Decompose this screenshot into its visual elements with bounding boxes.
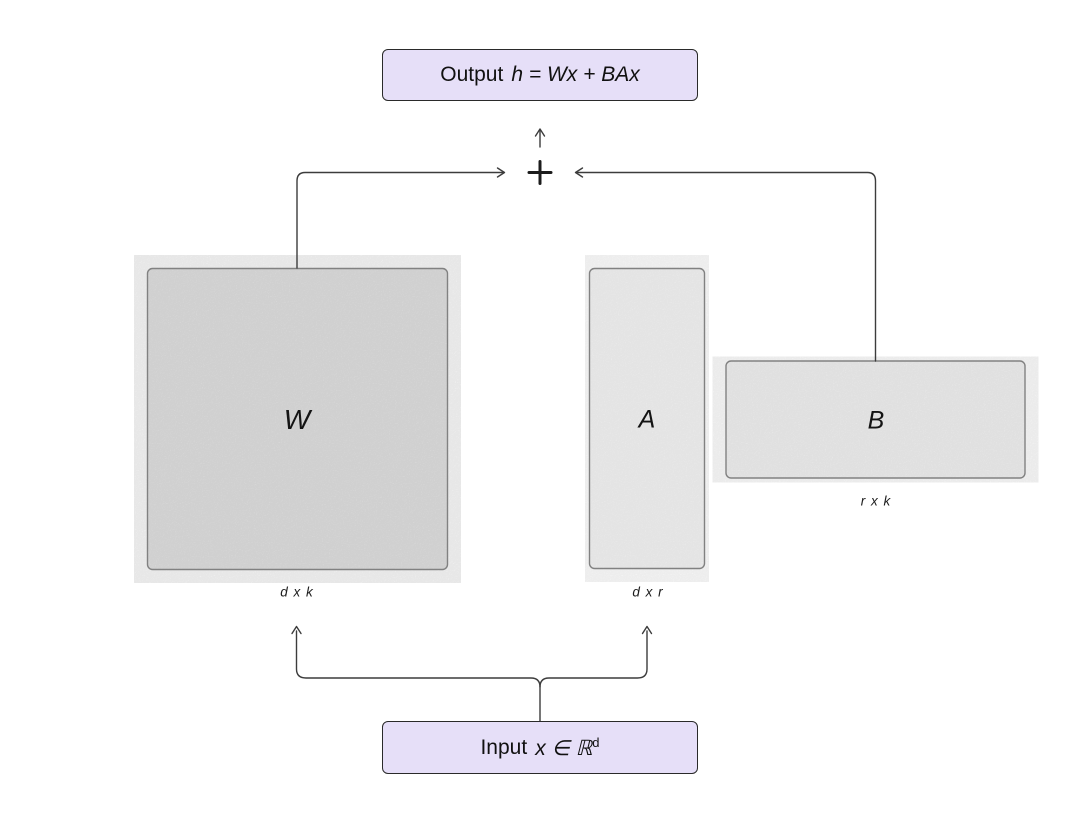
input-box: Input x ∈ ℝd (382, 721, 698, 774)
plus-icon (527, 160, 553, 185)
matrix-a-box (588, 267, 706, 570)
matrix-a-dims: d x r (632, 584, 664, 600)
matrix-w-box (146, 267, 449, 571)
output-formula: h = Wx + BAx (511, 63, 640, 86)
arrow-w-to-plus (296, 167, 506, 269)
matrix-w-dims: d x k (280, 584, 314, 600)
arrow-plus-to-output (534, 128, 546, 148)
matrix-b-dims: r x k (860, 493, 892, 509)
arrow-b-to-plus (574, 167, 877, 362)
arrow-input-to-w (291, 625, 541, 722)
output-label: Output (440, 63, 504, 86)
input-label: Input (480, 735, 528, 759)
arrow-input-to-a (539, 625, 653, 688)
output-box: Output h = Wx + BAx (382, 49, 698, 101)
input-math: x ∈ ℝd (535, 734, 600, 760)
matrix-b-box (725, 360, 1026, 479)
input-superscript: d (592, 734, 600, 750)
